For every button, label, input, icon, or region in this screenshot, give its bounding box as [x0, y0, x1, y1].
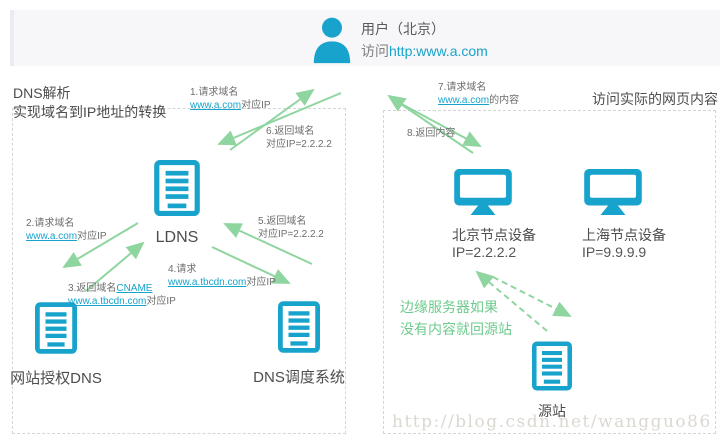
label-step2: 2.请求域名 www.a.com对应IP	[26, 218, 107, 242]
link-www-a-com: www.a.com	[438, 94, 490, 106]
node-origin-label: 源站	[538, 403, 566, 419]
dns-resolution-section-box	[12, 108, 346, 434]
node-dns-scheduler-label: DNS调度系统	[253, 369, 345, 386]
edge-fallback-note: 边缘服务器如果 没有内容就回源站	[400, 299, 512, 337]
monitor-icon	[454, 168, 512, 216]
arrow-step8	[387, 94, 474, 154]
arrow-step2	[62, 222, 139, 269]
server-icon	[532, 341, 572, 391]
node-beijing-label: 北京节点设备	[452, 227, 536, 243]
arrow-step4	[211, 246, 291, 284]
visit-prefix: 访问	[361, 43, 389, 59]
server-icon	[278, 301, 320, 353]
right-section-title: 访问实际的网页内容	[592, 91, 718, 107]
node-shanghai: 上海节点设备 IP=9.9.9.9	[582, 168, 672, 261]
arrow-step3	[85, 241, 145, 292]
link-www-a-tbcdn-com: www.a.tbcdn.com	[68, 295, 147, 307]
web-content-section-box	[383, 110, 716, 434]
label-step7: 7.请求域名 www.a.com的内容	[438, 82, 520, 106]
node-auth-dns: 网站授权DNS	[6, 302, 106, 388]
arrow-step6	[217, 92, 342, 146]
link-cname: CNAME	[116, 283, 153, 294]
user-label: 用户（北京）	[361, 21, 445, 37]
left-title-line2: 实现域名到IP地址的转换	[13, 104, 167, 120]
watermark: http://blog.csdn.net/wangguo86	[392, 412, 712, 432]
node-shanghai-label: 上海节点设备	[582, 227, 666, 243]
node-origin: 源站	[502, 340, 602, 421]
header-band	[10, 10, 720, 66]
label-step5: 5.返回域名 对应IP=2.2.2.2	[258, 216, 324, 240]
arrow-step5	[223, 223, 313, 265]
label-step4: 4.请求 www.a.tbcdn.com对应IP	[168, 264, 276, 288]
link-www-a-com: www.a.com	[26, 230, 78, 242]
visit-url: http:www.a.com	[389, 43, 488, 59]
label-step3: 3.返回域名CNAME www.a.tbcdn.com对应IP	[68, 283, 176, 307]
link-www-a-tbcdn-com: www.a.tbcdn.com	[168, 276, 247, 288]
left-section-title: DNS解析 实现域名到IP地址的转换	[13, 84, 166, 122]
server-icon	[35, 302, 77, 354]
link-www-a-com: www.a.com	[190, 99, 242, 111]
node-beijing: 北京节点设备 IP=2.2.2.2	[452, 168, 542, 261]
arrow-origin-return	[475, 270, 548, 332]
node-shanghai-ip: IP=9.9.9.9	[582, 244, 647, 260]
arrow-step1	[229, 88, 315, 151]
label-step6: 6.返回域名 对应IP=2.2.2.2	[266, 126, 332, 150]
user-icon	[313, 17, 351, 64]
monitor-icon	[584, 168, 642, 216]
node-dns-scheduler: DNS调度系统	[249, 301, 349, 387]
node-beijing-ip: IP=2.2.2.2	[452, 244, 517, 260]
node-ldns-label: LDNS	[155, 229, 199, 246]
label-step8: 8.返回内容	[407, 128, 456, 139]
node-ldns: LDNS	[127, 160, 227, 247]
node-auth-dns-label: 网站授权DNS	[10, 370, 102, 387]
left-title-line1: DNS解析	[13, 85, 71, 101]
arrow-back-to-origin	[492, 276, 572, 317]
user-visit-text: 访问http:www.a.com	[361, 41, 488, 61]
label-step1: 1.请求域名 www.a.com对应IP	[190, 87, 271, 111]
server-icon	[154, 160, 200, 216]
arrow-step7	[395, 100, 482, 147]
